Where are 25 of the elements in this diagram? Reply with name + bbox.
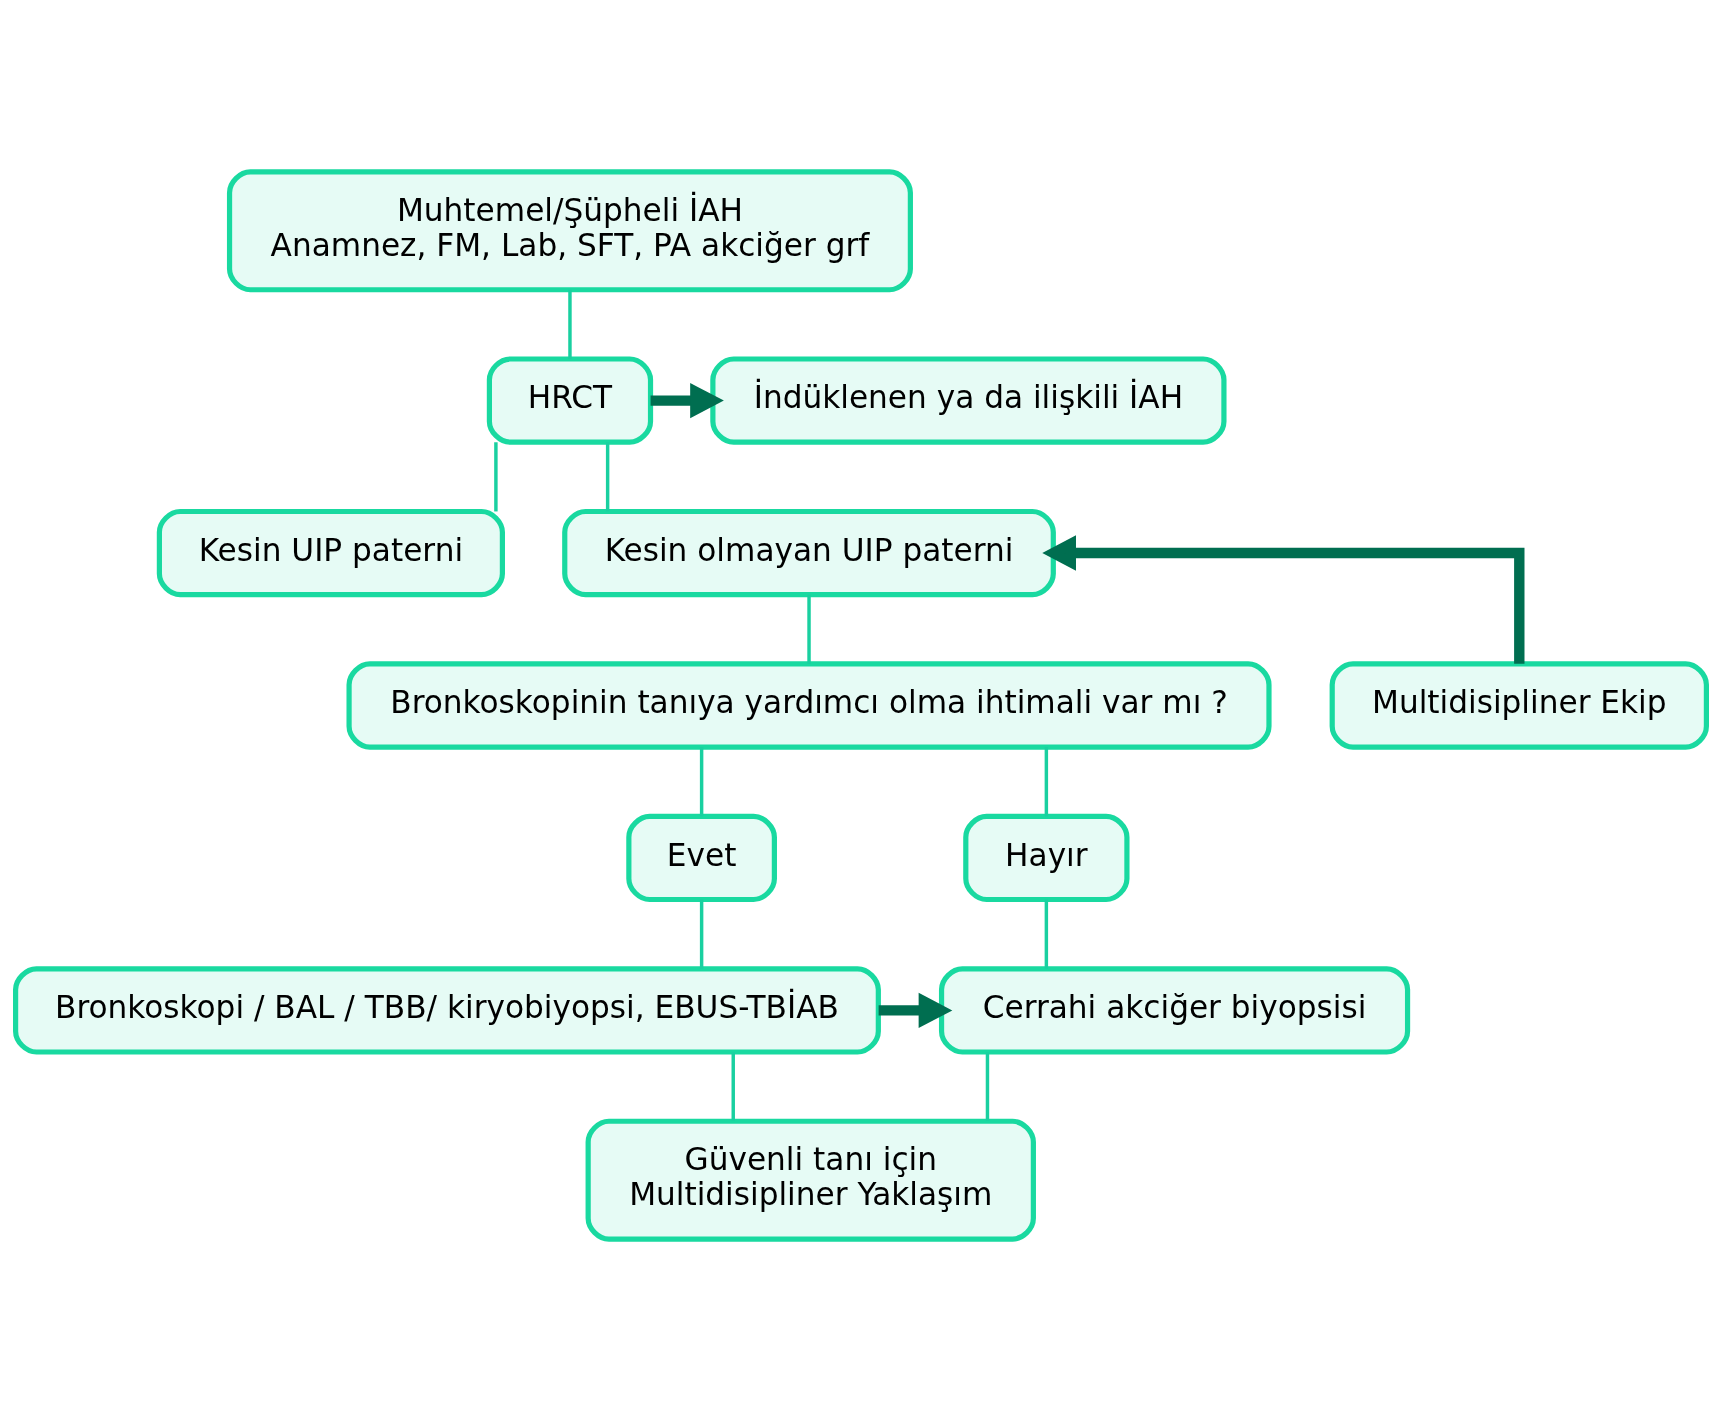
connector xyxy=(1044,899,1049,969)
node-box: Muhtemel/Şüpheli İAH Anamnez, FM, Lab, SFT, PA akciğer grf xyxy=(226,168,913,292)
connector xyxy=(807,594,811,664)
node-box: Bronkoskopi / BAL / TBB/ kiryobiyopsi, EBUS-TBİAB xyxy=(13,965,881,1055)
connector xyxy=(568,289,572,359)
connector xyxy=(731,1051,735,1121)
connector xyxy=(985,1051,990,1121)
connector xyxy=(1044,746,1049,816)
connector xyxy=(605,441,610,511)
connector xyxy=(699,899,704,969)
node-box: İndüklenen ya da ilişkili İAH xyxy=(710,355,1227,445)
connector xyxy=(699,746,704,816)
node-box: Bronkoskopinin tanıya yardımcı olma ihtimali var mı ? xyxy=(346,660,1272,750)
arrow xyxy=(878,992,953,1028)
arrow xyxy=(1042,534,1525,664)
node-box: Kesin UIP paterni xyxy=(156,508,505,597)
node-box: Güvenli tanı için Multidisipliner Yaklaşım xyxy=(585,1118,1036,1242)
node-box: Kesin olmayan UIP paterni xyxy=(562,508,1056,597)
node-box: Multidisipliner Ekip xyxy=(1329,660,1709,750)
node-box: Hayır xyxy=(963,813,1130,902)
arrow xyxy=(650,382,724,418)
node-box: Evet xyxy=(626,813,777,902)
node-box: HRCT xyxy=(486,355,654,445)
connector xyxy=(494,441,498,511)
node-box: Cerrahi akciğer biyopsisi xyxy=(938,965,1411,1055)
